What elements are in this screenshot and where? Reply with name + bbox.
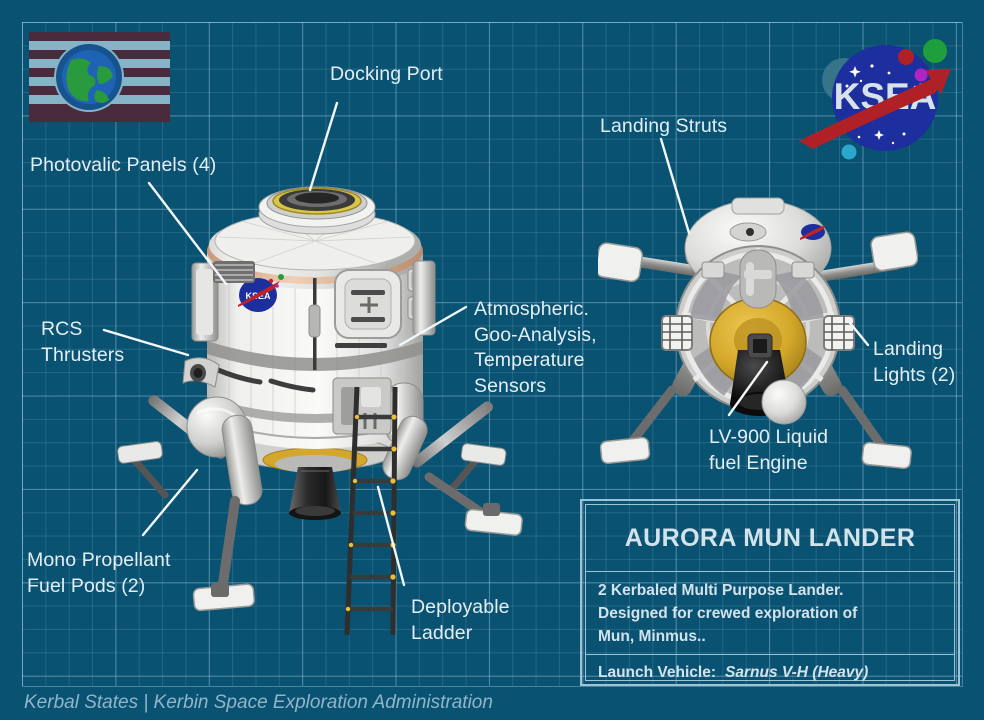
hull-ksea-decal: KSEA bbox=[238, 274, 284, 312]
bottom-view-ksea-decal bbox=[800, 224, 826, 240]
hull-vent-grille bbox=[213, 261, 255, 283]
spec-launch-vehicle-row: Launch Vehicle: Sarnus V-H (Heavy) bbox=[586, 655, 954, 691]
antenna-mast bbox=[308, 278, 321, 370]
label-rcs-thrusters: RCS Thrusters bbox=[41, 318, 125, 366]
landing-leg-rear-right bbox=[411, 401, 507, 494]
label-photovoltaic-panels: Photovalic Panels (4) bbox=[30, 154, 217, 176]
label-mono-propellant: Mono Propellant Fuel Pods (2) bbox=[27, 549, 171, 597]
footer-text: Kerbal States | Kerbin Space Exploration… bbox=[24, 692, 493, 713]
rcs-thruster-block bbox=[182, 357, 220, 388]
lv900-engine-bell bbox=[289, 467, 341, 520]
ksea-swoosh bbox=[799, 71, 949, 149]
spec-description: 2 Kerbaled Multi Purpose Lander. Designe… bbox=[586, 572, 954, 655]
science-equipment-rack bbox=[332, 377, 392, 435]
label-docking-port: Docking Port bbox=[330, 63, 443, 85]
ksea-dot-cyan bbox=[841, 144, 857, 160]
label-landing-lights: Landing Lights (2) bbox=[873, 338, 956, 386]
handrails bbox=[215, 367, 316, 393]
launch-vehicle-label: Launch Vehicle: bbox=[598, 664, 717, 681]
label-science-sensors: Atmospheric. Goo-Analysis, Temperature S… bbox=[474, 298, 597, 397]
ksea-dot-green bbox=[923, 39, 947, 63]
launch-vehicle-value: Sarnus V-H (Heavy) bbox=[725, 664, 869, 681]
kerbal-states-flag bbox=[29, 32, 170, 122]
docking-port bbox=[258, 186, 376, 235]
ksea-dot-purple bbox=[914, 68, 928, 82]
ksea-logo: KSEA bbox=[799, 39, 951, 160]
crew-hatch bbox=[334, 269, 402, 348]
landing-leg-front-left bbox=[192, 414, 263, 612]
landing-light-left bbox=[661, 315, 693, 351]
label-lv900-engine: LV-900 Liquid fuel Engine bbox=[709, 426, 829, 474]
spec-info-box: AURORA MUN LANDER 2 Kerbaled Multi Purpo… bbox=[580, 499, 960, 686]
photovoltaic-panel-right bbox=[412, 260, 436, 336]
label-deployable-ladder: Deployable Ladder bbox=[411, 596, 510, 644]
label-landing-struts: Landing Struts bbox=[600, 115, 728, 137]
ksea-dot-red bbox=[898, 49, 914, 65]
ksea-stars bbox=[845, 64, 917, 145]
spec-title: AURORA MUN LANDER bbox=[586, 505, 954, 572]
landing-light-right bbox=[823, 315, 855, 351]
